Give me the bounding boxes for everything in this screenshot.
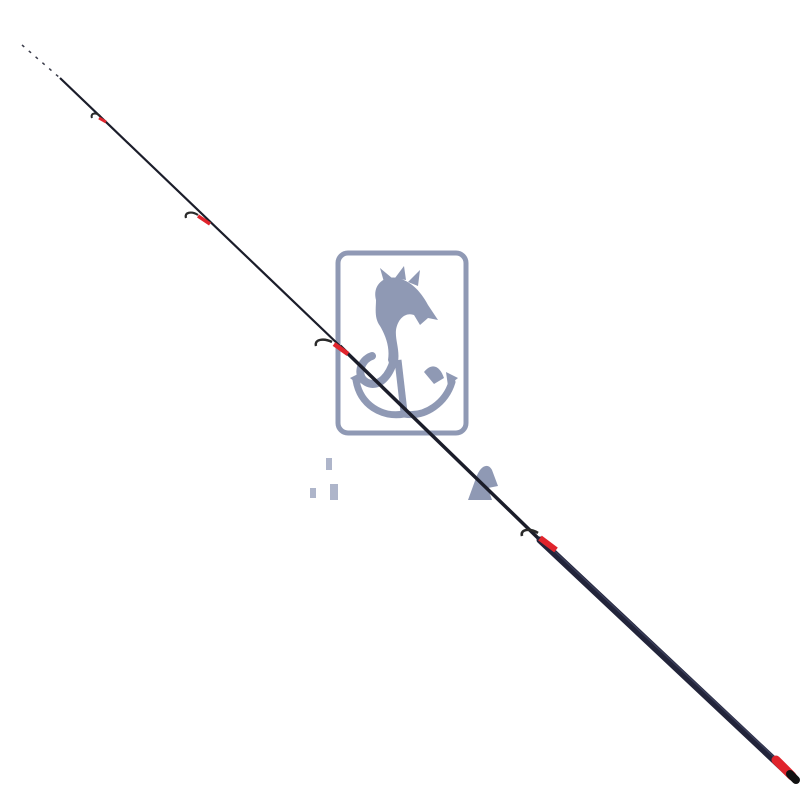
watermark-speck <box>326 458 332 470</box>
rod-mid-section <box>338 344 542 542</box>
rod-butt-section <box>536 536 794 779</box>
rod-guide <box>90 112 107 124</box>
anchor-arms <box>352 376 456 419</box>
rod-tip-section <box>59 77 341 347</box>
rod-butt-cap <box>771 755 800 784</box>
dragon-anchor-logo-icon <box>310 250 498 500</box>
rod-highlight <box>544 541 789 771</box>
dragon-body <box>356 352 398 388</box>
rod-guide <box>184 211 211 226</box>
watermark-speck <box>330 484 338 500</box>
rod-tip <box>21 44 61 79</box>
dragon-head <box>375 277 438 372</box>
rod-guide <box>520 528 558 553</box>
anchor-flukes <box>350 372 458 386</box>
anchor-shaft <box>394 359 408 413</box>
dragon-crest <box>380 266 420 286</box>
watermark-speck <box>310 488 316 498</box>
dragon-tail <box>424 366 444 384</box>
rod-guide <box>314 338 350 356</box>
